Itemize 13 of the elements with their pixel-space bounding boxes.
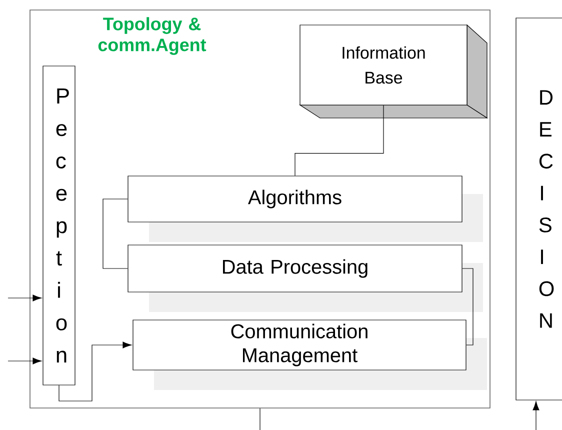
connector-line — [102, 198, 128, 269]
arrow — [8, 294, 42, 302]
arrow — [8, 358, 42, 364]
module-box: Communication Management — [132, 320, 487, 390]
arrow — [532, 401, 540, 430]
node-label: Communication — [231, 324, 368, 338]
vertical-bar: DECISION — [516, 18, 562, 400]
module-box: Data Processing — [128, 244, 483, 312]
vertical-bar: Peception — [42, 66, 76, 386]
arrow — [58, 342, 132, 402]
connector-line — [294, 105, 384, 176]
module-box: Algorithms — [128, 176, 483, 242]
connector-line — [462, 268, 474, 346]
